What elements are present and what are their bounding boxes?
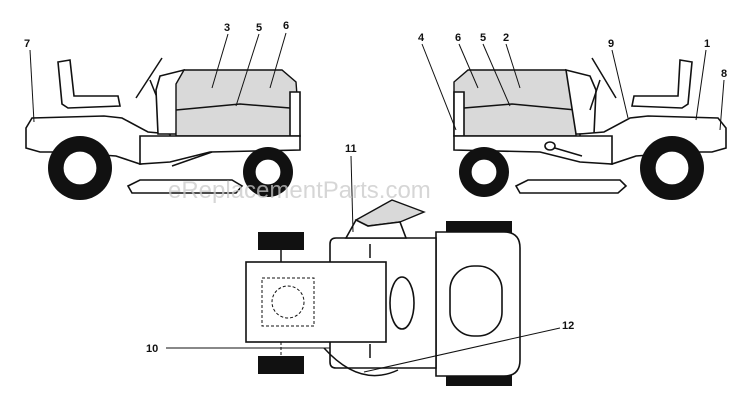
top-view-tractor [245, 199, 521, 386]
left-rear-hub [62, 150, 98, 186]
right-callouts: 4 6 5 2 9 1 8 [418, 32, 727, 131]
right-seat [631, 59, 693, 109]
right-steering-column [589, 79, 601, 111]
leader-6-left [269, 32, 287, 89]
left-grille [289, 91, 301, 137]
leader-12 [363, 327, 561, 373]
leader-5-right [482, 43, 511, 107]
callout-1: 1 [704, 38, 710, 50]
right-steering-wheel [591, 57, 617, 99]
left-steering-wheel [135, 57, 163, 99]
leader-8 [719, 79, 725, 131]
top-front-arc [323, 347, 399, 377]
right-lever-knob [544, 141, 556, 151]
leader-1 [695, 49, 707, 121]
left-seat [57, 59, 121, 109]
callout-12: 12 [562, 320, 574, 332]
top-dash-oval [389, 276, 415, 330]
leader-2 [505, 43, 521, 89]
leader-5-left [235, 33, 260, 107]
left-deck-lever [171, 151, 213, 167]
left-hood [175, 69, 301, 137]
watermark: eReplacementParts.com [168, 177, 431, 204]
top-hood-oval [449, 265, 503, 337]
top-front-tire-upper [446, 221, 512, 233]
left-side-view-tractor [25, 57, 301, 200]
callout-8: 8 [721, 68, 727, 80]
leader-3-left [211, 33, 229, 89]
top-seat-mount-dashed [261, 277, 315, 327]
leader-6-right [458, 43, 479, 89]
callout-5-left: 5 [256, 22, 262, 34]
top-rear-tire-lower [258, 356, 304, 374]
callout-11: 11 [345, 143, 357, 155]
callout-6-right: 6 [455, 32, 461, 44]
right-dash [565, 68, 597, 135]
right-hood-line [463, 103, 577, 111]
callout-7: 7 [24, 38, 30, 50]
leader-7 [29, 49, 35, 123]
callout-10: 10 [146, 343, 158, 355]
right-mower-deck [514, 179, 628, 194]
callout-3-left: 3 [224, 22, 230, 34]
left-mower-deck [126, 179, 244, 194]
leader-4 [421, 43, 457, 131]
top-front-tire-lower [446, 374, 512, 386]
leader-11 [350, 155, 354, 233]
callout-9: 9 [608, 38, 614, 50]
callout-4: 4 [418, 32, 425, 44]
right-frame [453, 135, 613, 165]
left-front-hub [254, 158, 282, 186]
leader-9 [611, 49, 629, 119]
top-fuel-cap-dashed [271, 285, 305, 319]
callout-2: 2 [503, 32, 509, 44]
top-rear-tire-upper [258, 232, 304, 250]
callout-5-right: 5 [480, 32, 486, 44]
top-seat-back [344, 218, 408, 239]
right-hood [453, 69, 577, 137]
right-rear-hub [654, 150, 690, 186]
top-rear-body [245, 261, 387, 343]
top-callouts: 11 10 12 [146, 143, 574, 373]
left-callouts: 7 3 5 6 [24, 20, 289, 123]
right-front-hub [470, 158, 498, 186]
right-side-view-tractor [453, 57, 727, 200]
callout-6-left: 6 [283, 20, 289, 32]
left-hood-line [175, 103, 291, 111]
